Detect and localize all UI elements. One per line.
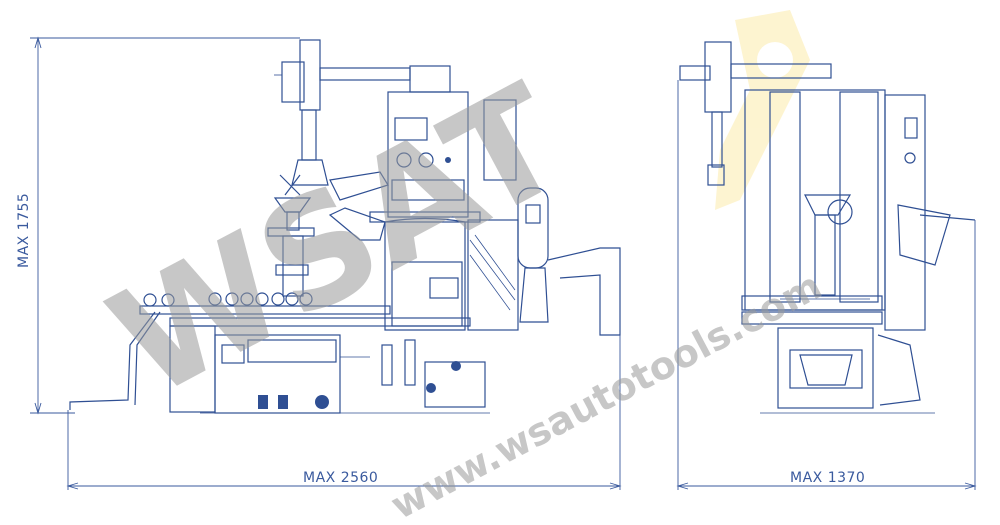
front-view-machine [69, 39, 621, 414]
front-width-dimension-label: MAX 2560 [303, 470, 378, 486]
side-width-dimension [676, 80, 977, 490]
watermark-logo: WSAT [85, 53, 591, 432]
height-dimension [30, 36, 300, 415]
side-view-machine [679, 41, 976, 414]
height-dimension-label: MAX 1755 [16, 193, 32, 268]
logo-accent-shape [715, 10, 810, 210]
side-width-dimension-label: MAX 1370 [790, 470, 865, 486]
front-width-dimension [66, 335, 622, 490]
